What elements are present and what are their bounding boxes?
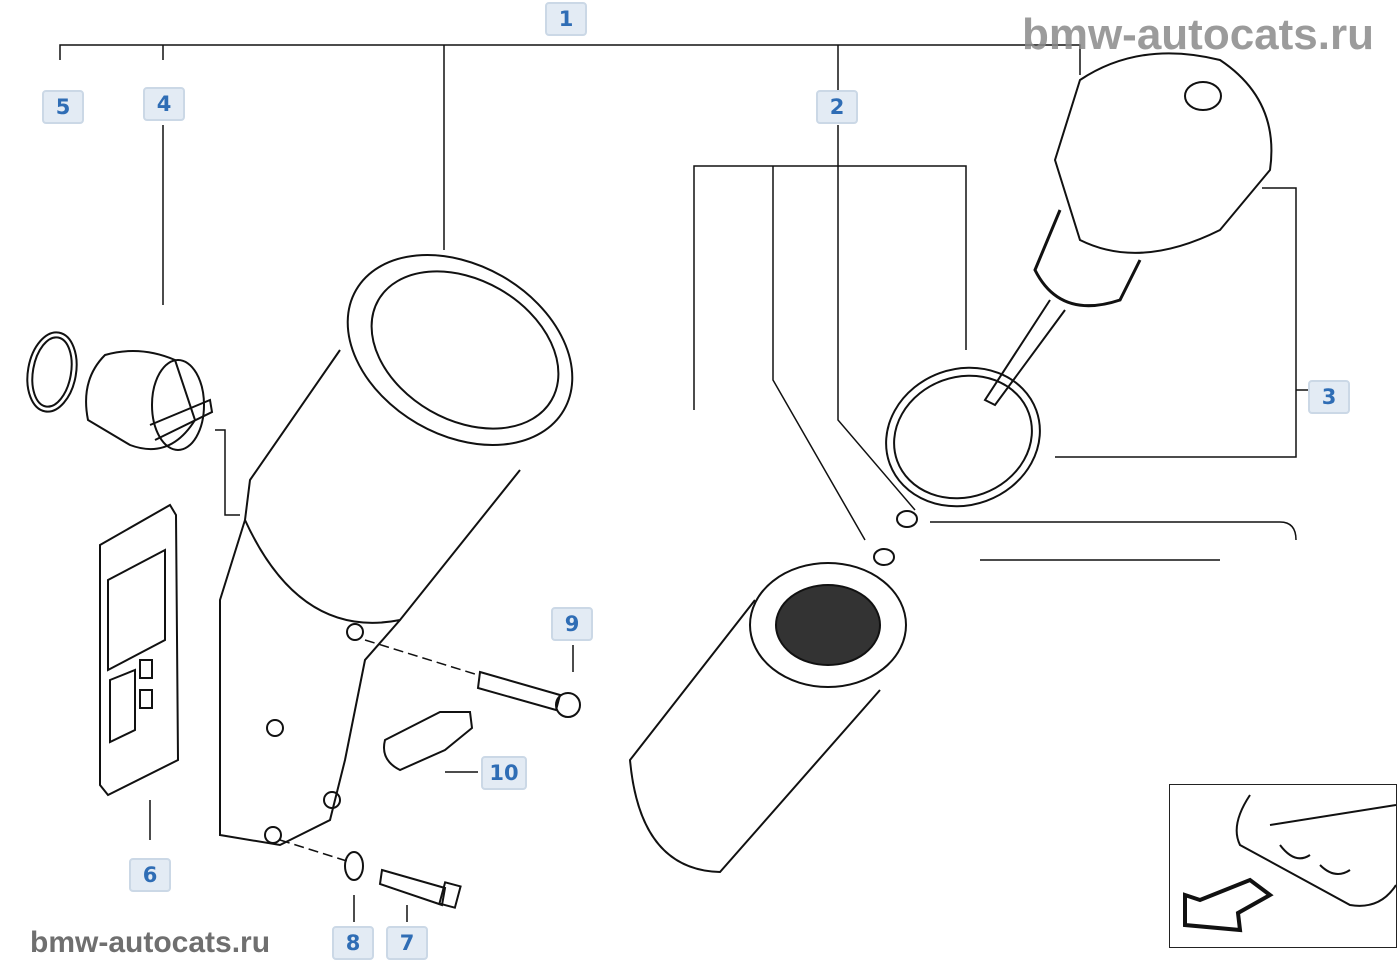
small-o-ring — [873, 548, 895, 566]
filter-housing-1 — [219, 254, 574, 847]
callout-7[interactable]: 7 — [386, 926, 428, 960]
callout-4[interactable]: 4 — [143, 87, 185, 121]
filter-element — [628, 562, 907, 874]
callout-3[interactable]: 3 — [1308, 380, 1350, 414]
gasket-6 — [99, 503, 180, 797]
callout-1[interactable]: 1 — [545, 2, 587, 36]
bolt-7 — [378, 868, 462, 909]
oil-pressure-switch-10 — [383, 711, 474, 772]
leader-lines — [59, 44, 1310, 922]
small-o-ring — [896, 510, 918, 528]
filter-cover-3 — [885, 52, 1273, 508]
o-ring-5 — [26, 331, 78, 413]
callout-10[interactable]: 10 — [481, 756, 527, 790]
orientation-thumbnail — [1169, 784, 1397, 948]
callout-2[interactable]: 2 — [816, 90, 858, 124]
callout-6[interactable]: 6 — [129, 858, 171, 892]
bolt-9 — [476, 670, 581, 718]
thermostat-4 — [85, 350, 214, 451]
washer-8 — [344, 851, 364, 881]
callout-5[interactable]: 5 — [42, 90, 84, 124]
callout-9[interactable]: 9 — [551, 607, 593, 641]
watermark: bmw-autocats.ru — [1021, 10, 1374, 59]
callout-8[interactable]: 8 — [332, 926, 374, 960]
watermark: bmw-autocats.ru — [30, 926, 271, 959]
